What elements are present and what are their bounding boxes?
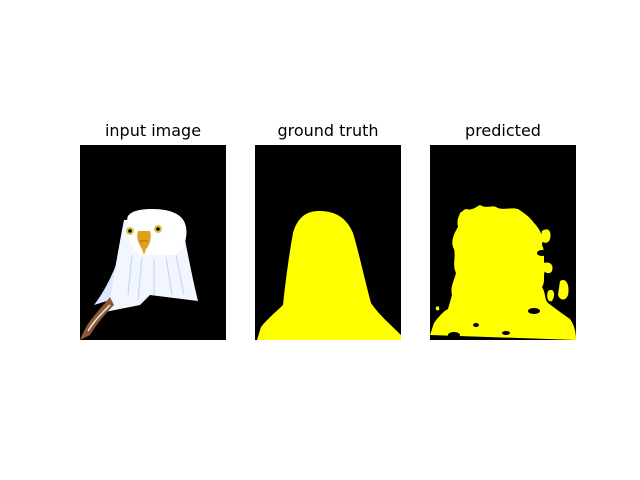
input-image-title: input image [104,121,202,140]
eagle-image [80,145,226,340]
predicted-title: predicted [465,121,541,140]
ground-truth-mask [255,145,401,340]
input-image-panel [80,145,226,340]
predicted-mask [430,145,576,340]
predicted-panel [430,145,576,340]
ground-truth-panel [255,145,401,340]
ground-truth-title: ground truth [277,121,379,140]
